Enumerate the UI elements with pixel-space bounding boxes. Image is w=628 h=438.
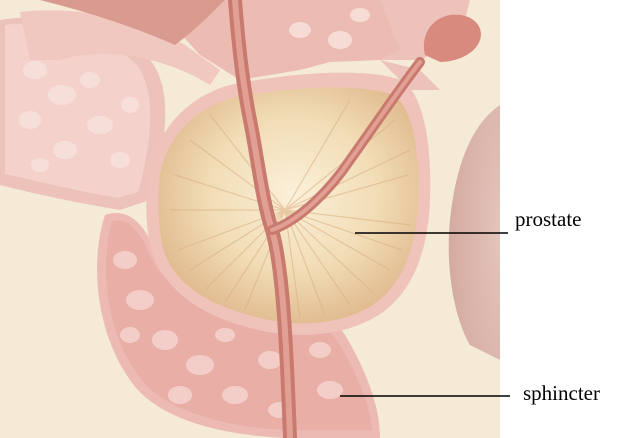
sphincter-label: sphincter	[523, 383, 600, 404]
prostate-label: prostate	[515, 209, 581, 230]
